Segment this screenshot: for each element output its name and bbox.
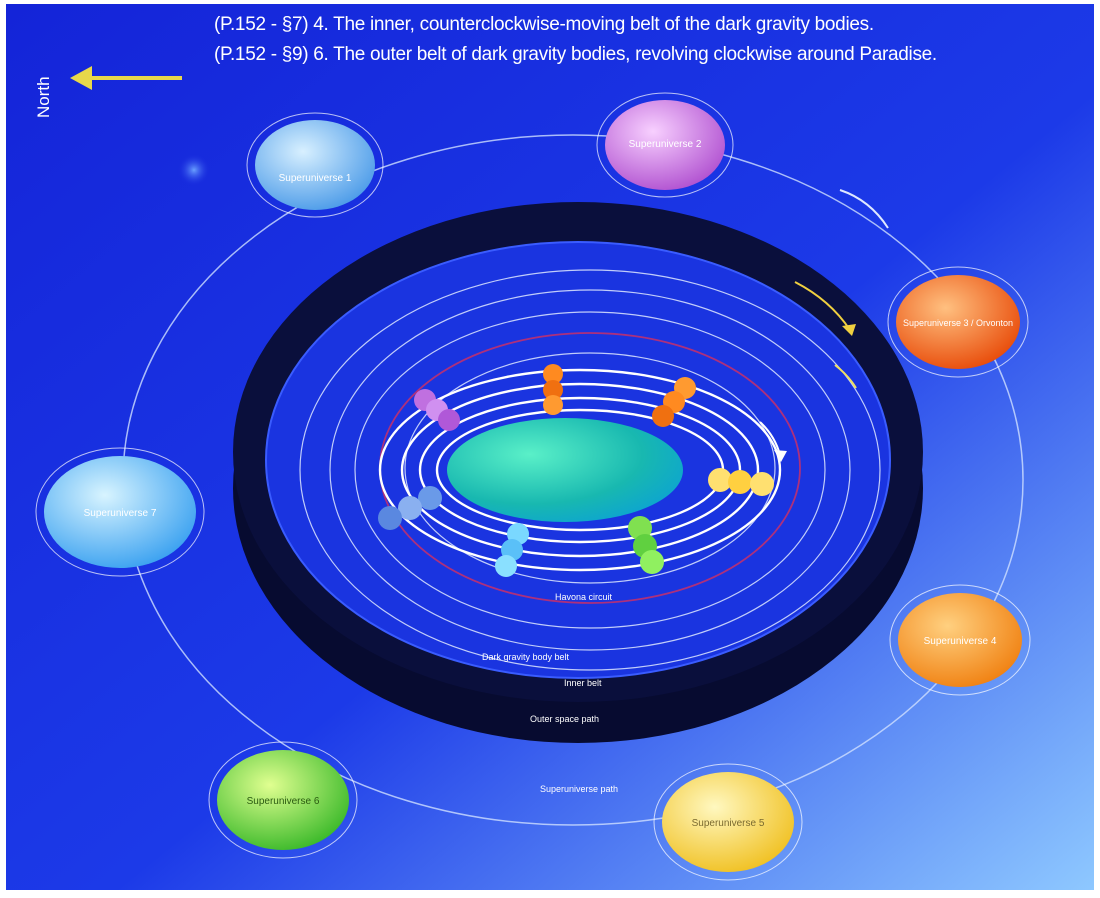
distant-glow (178, 154, 210, 186)
superuniverse-7-disc: Superuniverse 7 (35, 447, 205, 577)
body-cluster-cyan (495, 523, 529, 577)
body-cluster-green (628, 516, 664, 574)
body-cluster-blue (378, 486, 442, 530)
belt-label: Dark gravity body belt (482, 652, 570, 662)
superuniverse-label: Superuniverse 3 / Orvonton (903, 318, 1013, 328)
caption-outer-belt: (P.152 - §9) 6. The outer belt of dark g… (214, 44, 937, 65)
belt-label: Havona circuit (555, 592, 613, 602)
body-cluster-yellow (708, 468, 774, 496)
superuniverse-1-disc: Superuniverse 1 (246, 112, 384, 218)
body-cluster-purple (414, 389, 460, 431)
superuniverse-6-disc: Superuniverse 6 (208, 741, 358, 859)
superuniverse-label: Superuniverse 7 (84, 508, 157, 519)
superuniverse-label: Superuniverse 5 (692, 818, 765, 829)
belt-label: Inner belt (564, 678, 602, 688)
superuniverse-label: Superuniverse 4 (924, 636, 997, 647)
superuniverse-4-disc: Superuniverse 4 (889, 584, 1031, 696)
north-label: North (34, 76, 53, 118)
belt-label: Outer space path (530, 714, 599, 724)
direction-arrows (759, 189, 889, 462)
paradise-island (447, 418, 683, 522)
superuniverse-5-disc: Superuniverse 5 (653, 763, 803, 881)
superuniverse-2-disc: Superuniverse 2 (596, 92, 734, 198)
caption-inner-belt: (P.152 - §7) 4. The inner, counterclockw… (214, 14, 874, 35)
superuniverse-label: Superuniverse 2 (629, 139, 702, 150)
north-arrow (70, 66, 182, 90)
body-cluster-orange-right (652, 377, 696, 427)
superuniverse-label: Superuniverse 6 (247, 796, 320, 807)
body-cluster-orange-top (543, 364, 563, 415)
superuniverse-3-disc: Superuniverse 3 / Orvonton (887, 266, 1029, 378)
superuniverse-label: Superuniverse 1 (279, 173, 352, 184)
havona-orbits (299, 269, 881, 671)
belt-label: Superuniverse path (540, 784, 618, 794)
planetary-orbits (378, 368, 782, 572)
